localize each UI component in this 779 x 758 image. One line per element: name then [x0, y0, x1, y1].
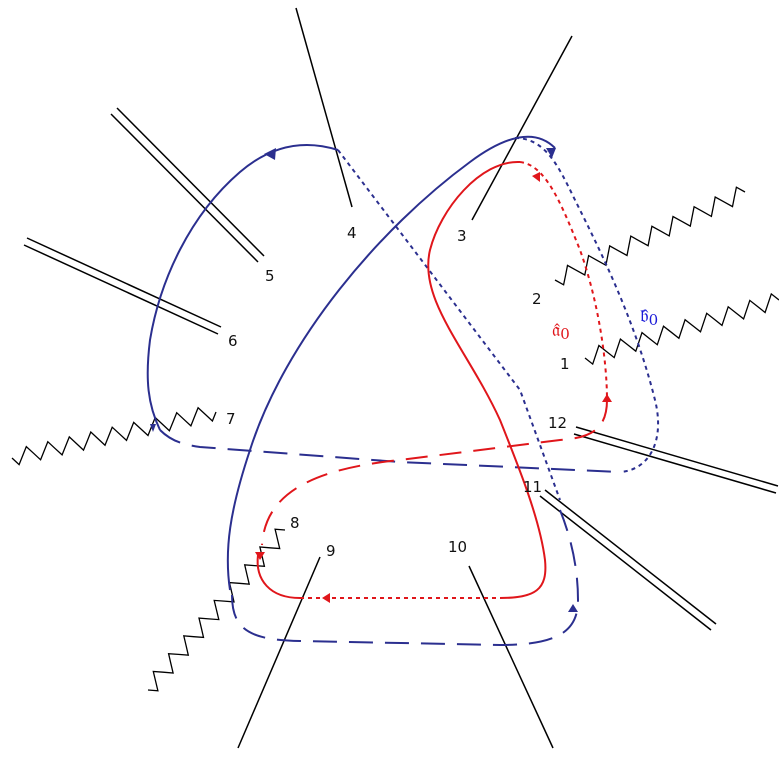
leg-4-line	[295, 7, 353, 208]
leg-label-10: 10	[448, 538, 467, 556]
blue-dotted-diagonal	[337, 149, 561, 501]
blue-curve	[146, 135, 660, 647]
leg-labels: 1 2 3 4 5 6 7 8 9 10 11 12	[226, 224, 570, 560]
leg-label-5: 5	[265, 267, 275, 285]
blue-solid-left-loop	[146, 143, 339, 431]
leg-1-wavy	[584, 292, 779, 366]
leg-6-line-b	[26, 237, 222, 328]
leg-label-2: 2	[532, 290, 542, 308]
a-cycle-label: 𝔞̂0	[552, 319, 570, 343]
leg-8-wavy	[147, 528, 286, 692]
red-arrow-right-up	[602, 394, 612, 402]
single-legs	[237, 7, 573, 749]
red-curve	[256, 160, 608, 599]
leg-9-line	[237, 556, 321, 749]
blue-arrows	[150, 148, 578, 612]
blue-dashed-lower-loop	[159, 429, 621, 473]
red-dashed-loop	[261, 399, 608, 546]
blue-dashed-bottom	[231, 509, 580, 647]
blue-arrow-left-down	[150, 424, 156, 432]
leg-12-line-b	[573, 433, 777, 494]
leg-label-11: 11	[523, 478, 542, 496]
blue-solid-triangle	[226, 135, 556, 591]
leg-5-line-b	[116, 107, 265, 257]
leg-12-line-a	[575, 426, 779, 487]
leg-5-line-a	[110, 113, 259, 263]
a-cycle-symbol: 𝔞̂	[552, 319, 561, 341]
red-arrow-left-down	[255, 552, 265, 560]
b-cycle-label: 𝔟̂0	[640, 305, 658, 329]
blue-arrow-top-left	[264, 148, 276, 160]
blue-arrow-top-right	[546, 148, 556, 158]
a-cycle-subscript: 0	[560, 325, 570, 343]
leg-label-4: 4	[347, 224, 357, 242]
leg-3-line	[471, 35, 573, 221]
leg-label-6: 6	[228, 332, 238, 350]
wavy-legs	[11, 186, 779, 692]
red-arrow-top	[532, 172, 540, 182]
leg-2-wavy	[554, 186, 746, 286]
red-solid-triangle	[427, 160, 547, 599]
b-cycle-symbol: 𝔟̂	[640, 305, 649, 327]
leg-label-1: 1	[560, 355, 570, 373]
leg-6-line-a	[23, 244, 219, 335]
leg-label-7: 7	[226, 410, 236, 428]
leg-label-3: 3	[457, 227, 467, 245]
leg-11-line-a	[544, 489, 717, 625]
blue-arrow-right-up	[568, 604, 578, 612]
b-cycle-subscript: 0	[649, 311, 659, 329]
red-arrow-bottom	[322, 593, 330, 603]
red-dotted-right	[519, 161, 608, 401]
leg-10-line	[468, 565, 554, 749]
leg-label-9: 9	[326, 542, 336, 560]
red-solid-left	[256, 554, 301, 599]
leg-7-wavy	[11, 406, 217, 466]
leg-11-line-b	[539, 495, 712, 631]
red-arrows	[255, 172, 612, 603]
leg-label-8: 8	[290, 514, 300, 532]
leg-label-12: 12	[548, 414, 567, 432]
blue-dotted-right	[514, 137, 660, 473]
double-legs	[23, 107, 779, 631]
